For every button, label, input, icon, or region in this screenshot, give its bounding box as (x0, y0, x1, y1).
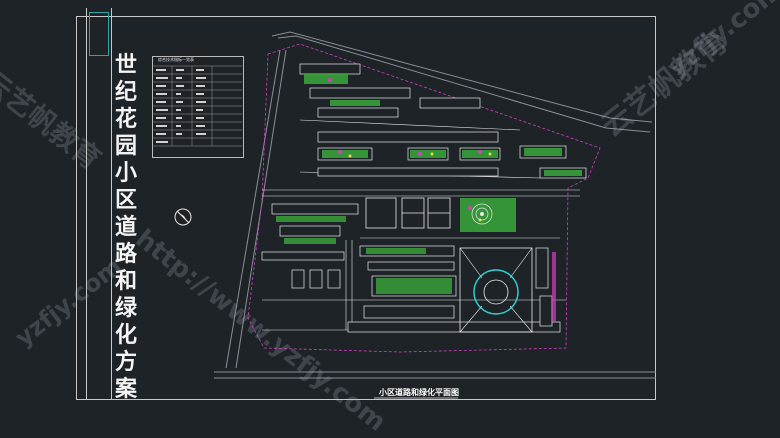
title-stub (89, 12, 109, 56)
plan-label: 小区道路和绿化平面图 (379, 388, 459, 397)
table-cell-marks (156, 69, 206, 143)
green-south (366, 248, 452, 294)
green-west (276, 216, 346, 244)
drawing-title: 世纪花园小区道路和绿化方案 (114, 53, 137, 402)
drawing-frame (76, 16, 656, 400)
north-arrow-icon (174, 208, 192, 226)
buildings-west (261, 203, 359, 289)
site-plan (152, 31, 656, 399)
table-grid (152, 65, 242, 147)
spiral-garden (471, 203, 493, 225)
central-plaza (459, 247, 533, 333)
site-boundary (247, 43, 601, 353)
title-column (86, 8, 112, 400)
buildings-east (535, 247, 553, 327)
sports-courts (365, 197, 451, 229)
east-accent (552, 252, 556, 322)
table-title: 综合技术指标一览表 (158, 57, 194, 62)
technical-index-table (152, 56, 244, 158)
